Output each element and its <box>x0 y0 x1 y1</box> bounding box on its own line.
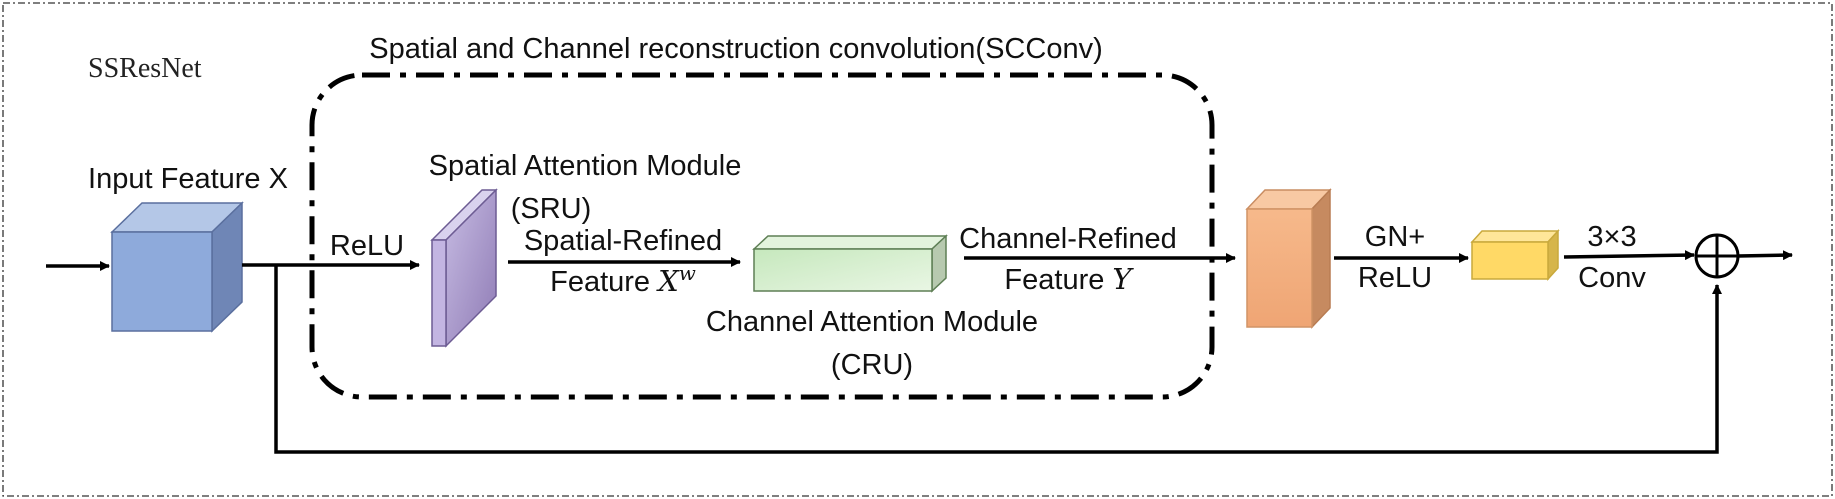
scconv-region <box>309 72 1215 400</box>
network-title: SSResNet <box>88 53 202 84</box>
conv-arrow <box>1563 250 1695 261</box>
skip-connection <box>274 265 1722 454</box>
spatial-refined-line1: Spatial-Refined <box>524 225 722 257</box>
sru-slab <box>430 188 498 348</box>
input-feature-label: Input Feature X <box>88 163 288 195</box>
channel-refined-line1: Channel-Refined <box>959 223 1177 255</box>
input-feature-cube <box>110 201 244 333</box>
sru-abbr: (SRU) <box>511 193 592 225</box>
cru-abbr: (CRU) <box>831 349 913 381</box>
cru-block <box>752 234 948 293</box>
spatial-refined-line2: Feature Xw <box>550 261 696 298</box>
yellow-feature-block <box>1470 229 1560 281</box>
sru-title: Spatial Attention Module <box>429 150 742 182</box>
orange-feature-block <box>1245 188 1332 329</box>
channel-refined-line2: Feature Y <box>1004 262 1134 296</box>
output-arrow <box>1737 250 1793 261</box>
gn-relu-line2: ReLU <box>1358 262 1432 294</box>
conv-line1: 3×3 <box>1587 221 1636 253</box>
conv-line2: Conv <box>1578 262 1646 294</box>
scconv-title: Spatial and Channel reconstruction convo… <box>369 33 1102 65</box>
add-node <box>1694 233 1740 279</box>
relu-label: ReLU <box>330 230 404 262</box>
gn-relu-line1: GN+ <box>1365 221 1425 253</box>
cru-title: Channel Attention Module <box>706 306 1038 338</box>
